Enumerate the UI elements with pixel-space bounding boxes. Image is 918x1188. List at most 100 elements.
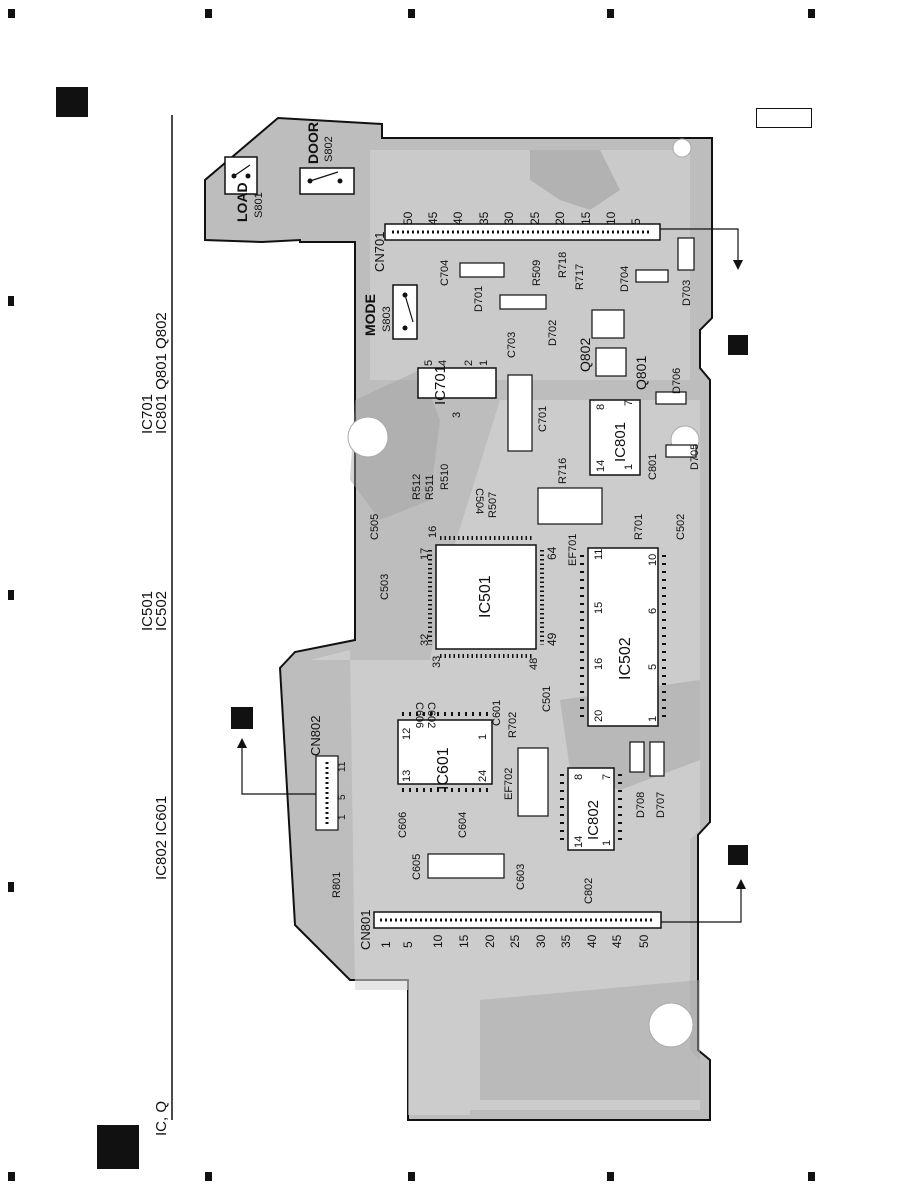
cn801-connector: [373, 911, 662, 929]
cn801-pin-25: 25: [508, 934, 522, 948]
cn801-pin-5: 5: [401, 941, 415, 948]
registration-mark-left-2: [8, 590, 14, 600]
label-s802: S802: [323, 136, 335, 162]
notch-marker-2: [231, 707, 253, 729]
ic701-body: [417, 367, 497, 399]
cn701-pin-45: 45: [426, 211, 440, 225]
trace-blob-4: [480, 980, 700, 1100]
cn801-pin-15: 15: [457, 934, 471, 948]
ic601-pin-13: 13: [401, 770, 413, 782]
registration-mark-top-3: [408, 9, 415, 18]
cn801-pin-20: 20: [483, 934, 497, 948]
label-ef702: EF702: [503, 768, 515, 800]
ic501-pin-16: 16: [427, 526, 439, 538]
section-tab-bottom: [97, 1125, 139, 1169]
mount-hole-1: [347, 416, 389, 458]
ic701-pin-2: 2: [463, 360, 475, 366]
registration-mark-left-3: [8, 882, 14, 892]
label-q801: Q801: [633, 356, 649, 390]
ic802-pin-7: 7: [601, 774, 613, 780]
label-c802: C802: [583, 878, 595, 904]
label-cn802: CN802: [308, 716, 323, 756]
d703-diode: [677, 237, 695, 271]
cn701-pin-5: 5: [629, 218, 643, 225]
label-q802: Q802: [577, 338, 593, 372]
ic502-pin-11: 11: [593, 549, 605, 560]
label-s801: S801: [253, 192, 265, 218]
cn701-pin-20: 20: [553, 211, 567, 225]
d705-diode: [665, 444, 697, 458]
label-ic801: IC801: [612, 422, 629, 462]
registration-mark-left-1: [8, 296, 14, 306]
label-d702: D702: [547, 320, 559, 346]
label-c602: C602: [425, 702, 437, 728]
cn802-pin-11: 11: [337, 761, 348, 772]
registration-mark-top-1: [8, 9, 15, 18]
label-ef701: EF701: [567, 534, 579, 566]
registration-mark-top-4: [607, 9, 614, 18]
cn801-pin-30: 30: [534, 934, 548, 948]
cn701-pin-35: 35: [477, 211, 491, 225]
label-r701: R701: [633, 514, 645, 540]
label-r702: R702: [507, 712, 519, 738]
ic502-pin-5: 5: [647, 664, 659, 670]
label-ic-q: IC, Q: [153, 1101, 170, 1136]
label-r507: R507: [487, 492, 499, 518]
ic701-pin-5: 5: [423, 360, 435, 366]
cn701-pin-30: 30: [502, 211, 516, 225]
label-c801: C801: [647, 454, 659, 480]
d702-diode: [499, 294, 547, 310]
d704-diode: [635, 269, 669, 283]
label-d707: D707: [655, 792, 667, 818]
arrow-cn802-head: [237, 738, 247, 748]
label-c501: C501: [541, 686, 553, 712]
registration-mark-bottom-1: [8, 1172, 15, 1181]
cn701-pin-25: 25: [528, 211, 542, 225]
ic501-pin-48: 48: [528, 658, 540, 670]
ic701-pin-4: 4: [437, 360, 449, 366]
ic802-body: [567, 767, 615, 851]
label-d705: D705: [689, 444, 701, 470]
cn802-pin-5: 5: [337, 794, 348, 800]
label-r509: R509: [531, 260, 543, 286]
label-ic701: IC701: [139, 394, 156, 434]
d701-diode: [459, 262, 505, 278]
ic601-body: [397, 719, 493, 785]
registration-mark-bottom-5: [808, 1172, 815, 1181]
ic601-pin-12: 12: [401, 728, 413, 740]
label-c502: C502: [675, 514, 687, 540]
label-door: DOOR: [305, 122, 321, 164]
label-r716: R716: [557, 458, 569, 484]
ic801-pin-14: 14: [595, 460, 607, 472]
label-c604: C604: [457, 812, 469, 838]
ic501-pin-33: 33: [431, 656, 443, 668]
q801-transistor: [595, 347, 627, 377]
label-c606b: C606: [397, 812, 409, 838]
cn801-pin-50: 50: [637, 934, 651, 948]
label-c504: C504: [473, 488, 485, 514]
label-s803: S803: [381, 306, 393, 332]
ic502-pin-20: 20: [593, 710, 605, 722]
cn801-pin-35: 35: [559, 934, 573, 948]
cn801-pin-10: 10: [431, 934, 445, 948]
ic801-body: [589, 399, 641, 476]
label-d701: D701: [473, 286, 485, 312]
label-c605: C605: [411, 854, 423, 880]
registration-mark-bottom-4: [607, 1172, 614, 1181]
cn701-pin-50: 50: [401, 211, 415, 225]
ic801-pin-7: 7: [623, 400, 635, 406]
ic502-pin-6: 6: [647, 608, 659, 614]
arrow-cn801: [660, 883, 742, 923]
cn801-pin-45: 45: [610, 934, 624, 948]
label-c503: C503: [379, 574, 391, 600]
label-c704: C704: [439, 260, 451, 286]
label-cn701: CN701: [372, 232, 387, 272]
page-code-box: [756, 108, 812, 128]
ic601-pin-1: 1: [477, 734, 489, 740]
label-d703: D703: [681, 280, 693, 306]
arrow-cn801-head: [736, 879, 746, 889]
label-ic802-ic601: IC802 IC601: [153, 796, 170, 880]
registration-mark-bottom-2: [205, 1172, 212, 1181]
cn701-pin-15: 15: [579, 211, 593, 225]
label-ic601: IC601: [435, 747, 452, 790]
